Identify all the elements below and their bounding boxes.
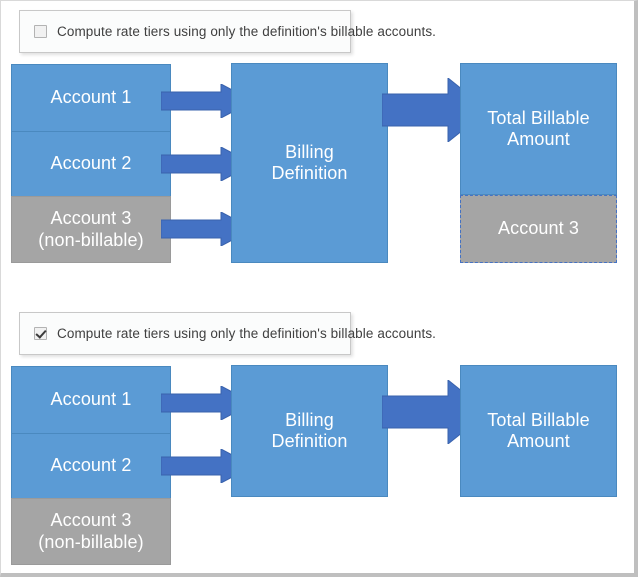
excluded-account-box: Account 3 [460,195,617,263]
excluded-account-label: Account 3 [498,218,579,239]
total-billable-line2: Amount [507,431,570,451]
billing-definition-box: Billing Definition [231,365,388,497]
account-box-3: Account 3 (non-billable) [11,196,171,263]
account-box-1-label: Account 1 [50,87,132,108]
option-panel-checked[interactable]: Compute rate tiers using only the defini… [19,312,436,355]
checkbox-checked-icon[interactable] [34,327,47,340]
billing-definition-box: Billing Definition [231,63,388,263]
account-box-1: Account 1 [11,366,171,433]
account-box-2-label: Account 2 [50,455,132,476]
account-box-3-sublabel: (non-billable) [38,531,144,552]
account-box-3: Account 3 (non-billable) [11,498,171,565]
account-box-3-label: Account 3 [50,208,132,229]
total-billable-amount-box: Total Billable Amount [460,365,617,497]
account-box-2: Account 2 [11,131,171,196]
account-box-2-label: Account 2 [50,153,132,174]
billing-definition-line1: Billing [285,141,334,162]
account-box-3-sublabel: (non-billable) [38,229,144,250]
billing-definition-line2: Definition [271,431,348,451]
option-label: Compute rate tiers using only the defini… [57,326,437,341]
total-billable-line1: Total Billable [487,409,590,430]
checkbox-unchecked-icon[interactable] [34,25,47,38]
account-box-2: Account 2 [11,433,171,498]
account-box-3-label: Account 3 [50,510,132,531]
account-box-1-label: Account 1 [50,389,132,410]
option-label: Compute rate tiers using only the defini… [57,24,437,39]
account-box-1: Account 1 [11,64,171,131]
total-billable-line2: Amount [507,129,570,149]
billing-definition-line2: Definition [271,163,348,183]
total-billable-line1: Total Billable [487,107,590,128]
total-billable-amount-box: Total Billable Amount [460,63,617,195]
billing-definition-line1: Billing [285,409,334,430]
option-panel-unchecked[interactable]: Compute rate tiers using only the defini… [19,10,436,53]
